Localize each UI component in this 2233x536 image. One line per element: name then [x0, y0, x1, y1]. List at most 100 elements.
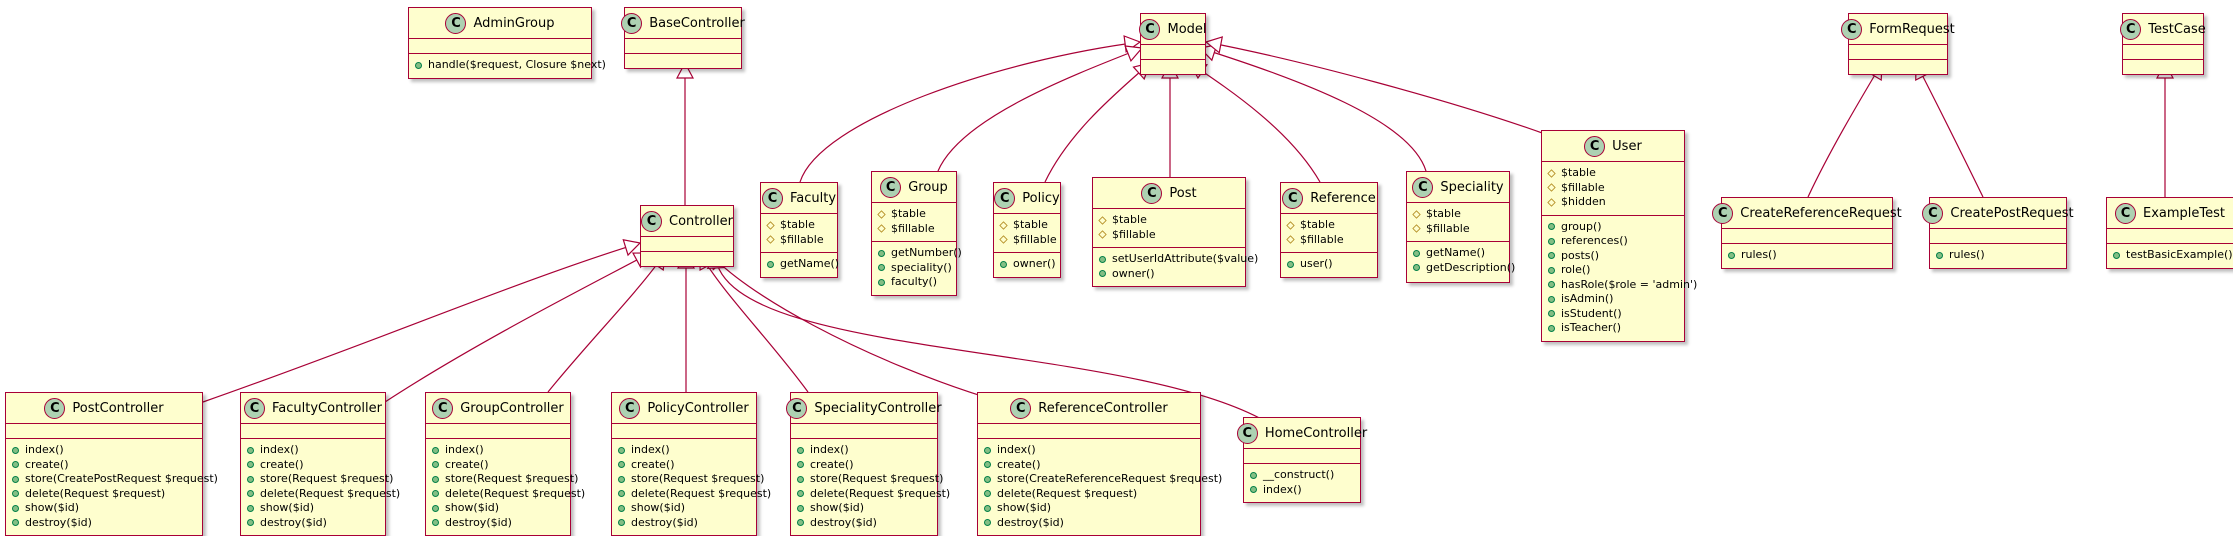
method-text: index() [1263, 482, 1302, 496]
method-text: show($id) [631, 501, 686, 514]
fields-section [1244, 448, 1360, 463]
field-item: $fillable [766, 233, 831, 248]
method-text: setUserIdAttribute($value) [1112, 252, 1259, 265]
method-item: show($id) [984, 501, 1194, 516]
class-name: CreateReferenceRequest [1740, 205, 1902, 221]
field-text: $table [780, 218, 815, 231]
public-visibility-icon [618, 446, 625, 454]
method-item: store(Request $request) [247, 472, 393, 487]
method-text: rules() [1949, 248, 1985, 261]
method-item: owner() [1099, 267, 1239, 282]
fields-section [612, 423, 756, 438]
method-item: show($id) [432, 501, 564, 516]
class-name: User [1612, 138, 1642, 154]
inheritance-line [1189, 62, 1321, 183]
class-stereotype-icon: C [1712, 202, 1734, 224]
fields-section [426, 423, 570, 438]
public-visibility-icon [247, 446, 254, 454]
method-item: destroy($id) [12, 516, 196, 531]
field-text: $fillable [1112, 227, 1156, 241]
public-visibility-icon [984, 490, 991, 498]
field-text: $fillable [1561, 180, 1605, 194]
method-text: posts() [1561, 248, 1600, 262]
public-visibility-icon [1287, 260, 1294, 268]
class-stereotype-icon: C [1841, 18, 1863, 40]
method-item: delete(Request $request) [797, 487, 950, 502]
method-item: show($id) [247, 501, 379, 516]
field-item: $fillable [1098, 227, 1239, 243]
inheritance-arrowhead-icon [1204, 36, 1224, 54]
field-text: $table [1426, 207, 1461, 220]
method-text: create() [25, 457, 69, 471]
method-item: create() [618, 458, 750, 473]
public-visibility-icon [984, 504, 991, 512]
fields-section [641, 236, 733, 251]
public-visibility-icon [12, 504, 19, 512]
public-visibility-icon [984, 519, 991, 527]
class-stereotype-icon: C [1010, 397, 1032, 419]
method-item: references() [1548, 234, 1678, 249]
public-visibility-icon [432, 461, 439, 469]
field-item: $table [999, 218, 1054, 233]
methods-section [1849, 59, 1947, 74]
protected-visibility-icon [999, 235, 1008, 244]
protected-visibility-icon [1547, 198, 1556, 207]
protected-visibility-icon [766, 235, 775, 244]
class-stereotype-icon: C [1412, 176, 1434, 198]
public-visibility-icon [618, 461, 625, 469]
method-text: store(Request $request) [631, 472, 765, 485]
inheritance-line [547, 252, 666, 393]
fields-section [625, 38, 741, 53]
method-item: create() [247, 458, 379, 473]
methods-section: user() [1281, 252, 1377, 277]
protected-visibility-icon [1547, 169, 1556, 178]
method-text: user() [1300, 257, 1333, 270]
method-item: hasRole($role = 'admin') [1548, 278, 1697, 293]
class-name: HomeController [1264, 425, 1368, 441]
method-text: delete(Request $request) [445, 486, 586, 500]
fields-section [1930, 228, 2066, 243]
methods-section: getName() [761, 252, 839, 277]
field-item: $fillable [999, 232, 1057, 248]
public-visibility-icon [247, 490, 254, 498]
public-visibility-icon [797, 446, 804, 454]
method-text: create() [445, 457, 489, 471]
public-visibility-icon [247, 461, 254, 469]
methods-section: getNumber()speciality()faculty() [872, 241, 962, 295]
method-item: create() [984, 458, 1194, 473]
inheritance-line [1807, 62, 1883, 198]
public-visibility-icon [878, 278, 885, 286]
public-visibility-icon [767, 260, 774, 268]
methods-section: testBasicExample() [2107, 243, 2233, 268]
method-text: isStudent() [1561, 306, 1622, 320]
method-text: owner() [1013, 257, 1056, 270]
fields-section: $table $fillable [761, 213, 837, 252]
fields-section [2107, 228, 2233, 243]
method-text: index() [260, 443, 299, 456]
method-item: delete(Request $request) [247, 487, 400, 502]
method-text: create() [810, 457, 854, 471]
method-item: handle($request, Closure $next) [415, 58, 606, 73]
method-text: handle($request, Closure $next) [428, 58, 606, 71]
class-stereotype-icon: C [44, 397, 66, 419]
public-visibility-icon [415, 61, 422, 69]
method-text: getName() [1426, 246, 1486, 259]
inheritance-line [1915, 62, 1984, 198]
field-text: $fillable [1013, 232, 1057, 246]
inheritance-line [937, 47, 1143, 172]
